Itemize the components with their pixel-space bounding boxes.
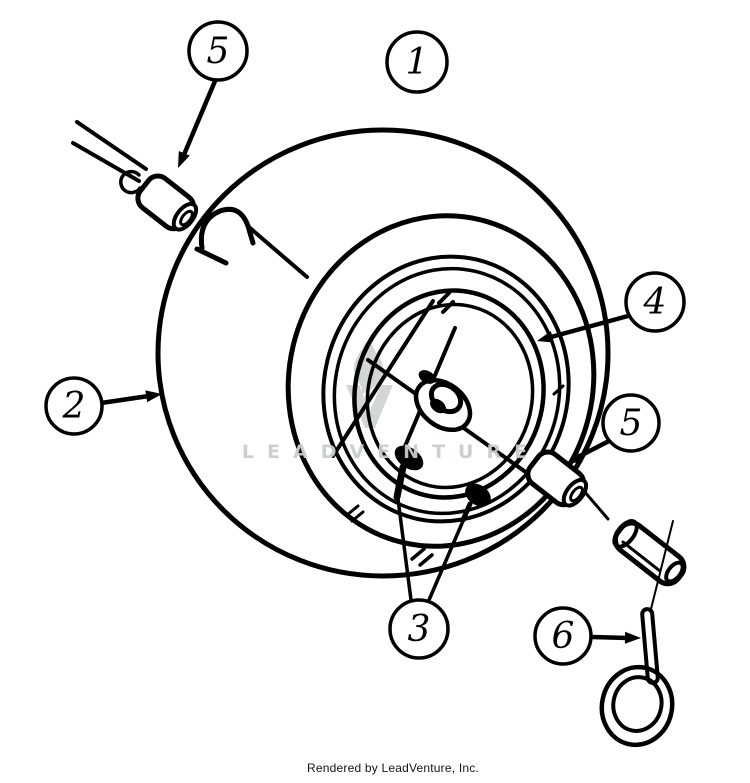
svg-text:1: 1 [406,42,429,83]
callout-1: 1 [385,30,449,94]
rim-lip [365,302,535,490]
hub-nut-shadow [430,398,446,414]
keyway-mark [418,370,436,384]
tire-bead-outer [321,254,571,524]
spacer-bushing-upper [135,173,199,232]
svg-text:4: 4 [643,282,667,323]
leader-6 [589,634,631,641]
tire-bead-inner [332,266,562,516]
arrowhead-2 [145,390,162,403]
callout-3: 3 [388,598,450,660]
arrowhead-5-lower [566,451,583,464]
watermark-logo-icon [346,337,393,428]
arrowhead-5-upper [178,151,190,168]
leader-5-lower [575,438,612,460]
callout-6: 6 [533,606,593,666]
arrowhead-4 [537,331,554,343]
klik-pin [599,520,675,748]
svg-text:5: 5 [620,403,643,444]
leader-4 [548,313,631,340]
svg-text:5: 5 [207,31,230,72]
leader-3a [396,497,413,602]
axle-boss [194,206,256,266]
arrowhead-6 [624,631,641,644]
retaining-clip [119,169,142,195]
wheel-rim [331,288,546,500]
leader-2 [98,393,152,406]
spoke-1 [331,299,435,458]
callout-5-upper: 5 [187,20,249,82]
svg-text:6: 6 [552,616,575,657]
tire-outline [155,127,611,579]
footer-caption: Rendered by LeadVenture, Inc. [307,761,479,775]
callout-4: 4 [624,271,686,333]
tire [155,127,611,579]
axle-shaft-upper [71,120,148,183]
svg-text:3: 3 [408,609,431,650]
callout-5-lower: 5 [601,393,661,453]
callout-2: 2 [44,376,104,436]
lug-bolt-1 [393,445,424,501]
hub [413,370,473,433]
leader-5-upper [180,78,218,160]
klik-pin-ring [599,664,675,748]
rim-outer [352,288,546,500]
svg-text:2: 2 [62,386,86,427]
watermark-text: LEADVENTURE [242,441,540,463]
axle-end [612,519,687,587]
leader-3b [427,512,468,602]
